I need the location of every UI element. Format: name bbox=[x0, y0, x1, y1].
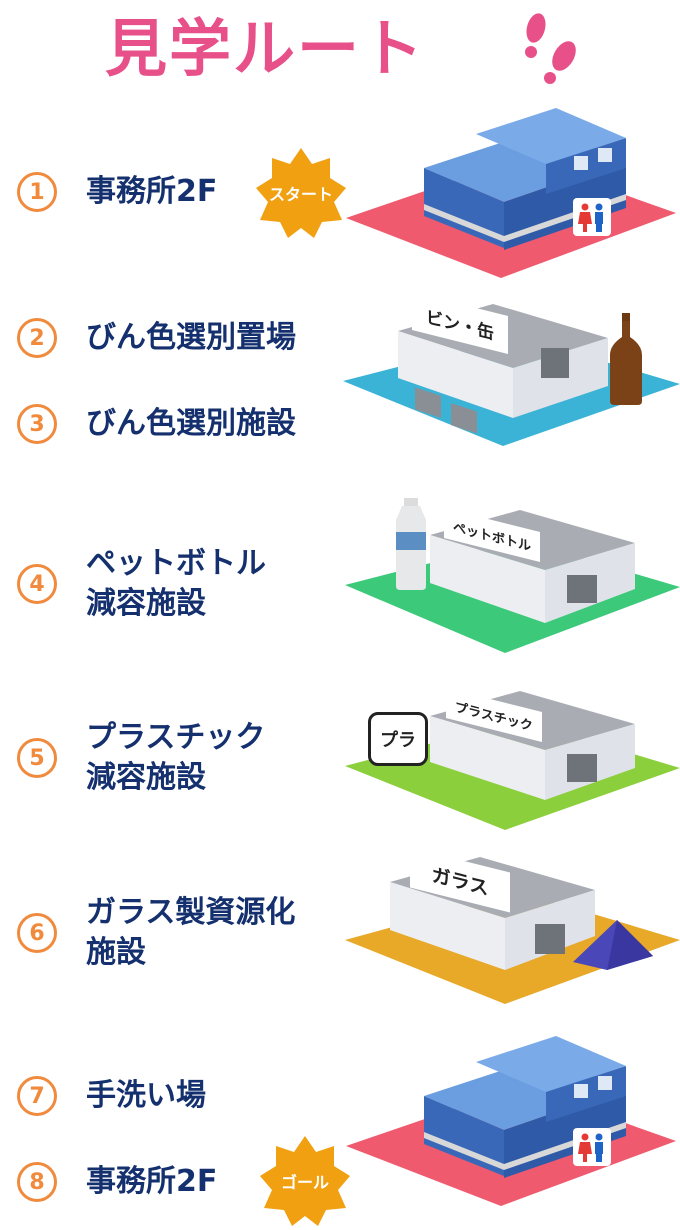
step-label-3: びん色選別施設 bbox=[86, 406, 296, 441]
office-building-goal bbox=[346, 1036, 676, 1206]
office-building bbox=[346, 108, 676, 278]
step-label-4-line2: 減容施設 bbox=[86, 586, 206, 621]
step-number-6: 6 bbox=[17, 913, 57, 953]
glass-pile-icon bbox=[573, 920, 653, 970]
step-label-4-line1: ペットボトル bbox=[86, 546, 266, 581]
recycle-mark-label: プラ bbox=[380, 730, 416, 751]
step-label-2: びん色選別置場 bbox=[86, 320, 296, 355]
restroom-icon bbox=[573, 198, 611, 236]
bottle-icon bbox=[610, 313, 642, 405]
goal-badge-label: ゴール bbox=[280, 1173, 329, 1192]
step-number-4: 4 bbox=[17, 564, 57, 604]
step-number-5: 5 bbox=[17, 738, 57, 778]
recycle-icon: プラ bbox=[368, 712, 428, 766]
footprints-icon bbox=[525, 13, 576, 84]
page-title: 見学ルート bbox=[105, 12, 426, 85]
step-number-7: 7 bbox=[17, 1076, 57, 1116]
pet-bottle-icon bbox=[396, 498, 426, 590]
step-label-8: 事務所2F bbox=[86, 1164, 218, 1199]
step-label-6-line2: 施設 bbox=[86, 935, 146, 970]
goal-badge: ゴール bbox=[260, 1136, 350, 1226]
step-label-5-line1: プラスチック bbox=[86, 720, 266, 755]
start-badge-label: スタート bbox=[268, 185, 333, 204]
restroom-icon bbox=[573, 1128, 611, 1166]
step-label-1: 事務所2F bbox=[86, 174, 218, 209]
step-number-8: 8 bbox=[17, 1162, 57, 1202]
step-number-1: 1 bbox=[17, 172, 57, 212]
start-badge: スタート bbox=[256, 148, 346, 238]
step-number-2: 2 bbox=[17, 318, 57, 358]
step-label-5-line2: 減容施設 bbox=[86, 760, 206, 795]
step-label-6-line1: ガラス製資源化 bbox=[86, 895, 296, 930]
step-number-3: 3 bbox=[17, 404, 57, 444]
step-label-7: 手洗い場 bbox=[86, 1078, 206, 1113]
